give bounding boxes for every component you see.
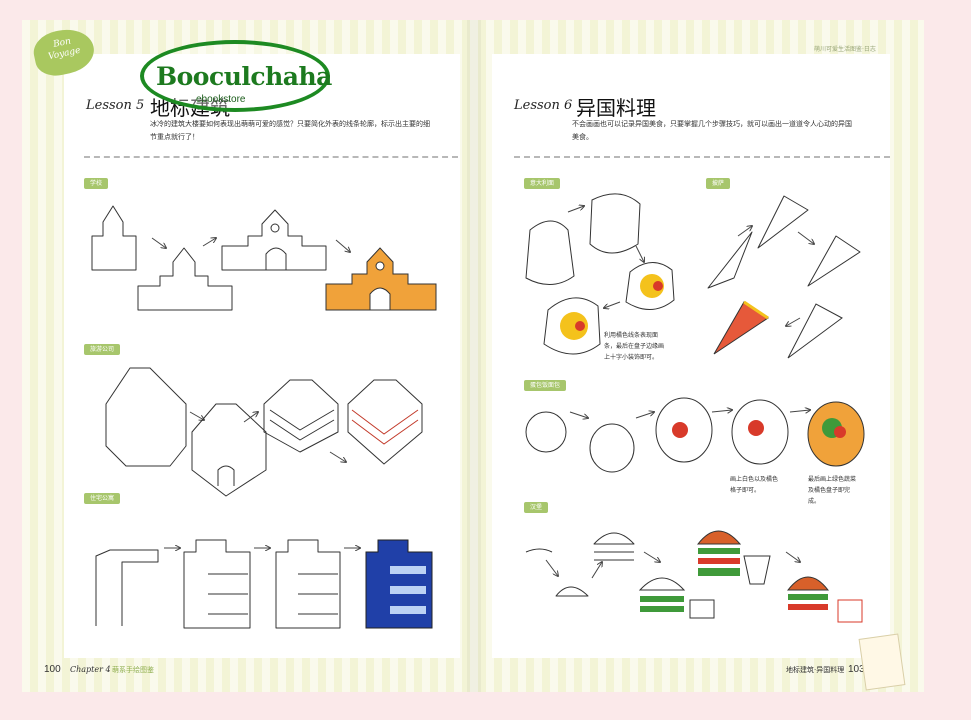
section-tag-apartment: 住宅公寓 [84, 493, 121, 504]
left-lesson-label: Lesson 5 [86, 98, 145, 113]
left-page-number: 100 [44, 664, 61, 675]
section-tag-omelet-bread: 蛋包饭面包 [524, 380, 567, 391]
section-tag-pizza: 披萨 [706, 178, 731, 189]
pencil-stamp-decoration [858, 633, 906, 691]
note-bowl2-line-1: 最后画上绿色蔬菜 [808, 476, 857, 483]
left-page [64, 54, 460, 658]
right-intro: 不会画画也可以记录异国美食，只要掌握几个步骤技巧，就可以画出一道道令人心动的异国… [572, 118, 852, 144]
watermark-subtitle: ebookstore [196, 94, 246, 105]
section-tag-burger: 汉堡 [524, 502, 549, 513]
book-spine [467, 20, 481, 692]
watermark-brand: Booculchaha [156, 62, 332, 91]
left-intro-line-2: 节重点就行了！ [150, 133, 199, 141]
section-tag-pasta: 意大利面 [524, 178, 561, 189]
note-bowl-step1: 画上白色以及橘色 格子即可。 [730, 474, 778, 496]
section-tag-travel-agency: 旅游公司 [84, 344, 121, 355]
note-bowl1-line-1: 画上白色以及橘色 [730, 476, 779, 483]
note-bowl1-line-2: 格子即可。 [730, 487, 761, 494]
watermark-stamp: Booculchaha ebookstore [140, 40, 332, 112]
chapter-title: 萌系手绘图鉴 [112, 666, 154, 674]
note-bowl2-line-3: 成。 [808, 498, 821, 505]
right-divider [514, 156, 890, 158]
note-pasta-line-3: 上十字小装饰即可。 [604, 354, 659, 361]
left-divider [84, 156, 458, 158]
note-pasta: 利用橘色线条表现面 条，最后在盘子边缘画 上十字小装饰即可。 [604, 330, 664, 363]
right-intro-line-2: 美食。 [572, 133, 593, 141]
right-footer-title: 地标建筑·异国料理 [786, 666, 845, 674]
section-tag-school: 学校 [84, 178, 109, 189]
note-pasta-line-1: 利用橘色线条表现面 [604, 332, 659, 339]
note-bowl2-line-2: 及橘色盘子即完 [808, 487, 851, 494]
right-intro-line-1: 不会画画也可以记录异国美食，只要掌握几个步骤技巧，就可以画出一道道令人心动的异国 [572, 120, 852, 128]
note-pasta-line-2: 条，最后在盘子边缘画 [604, 343, 665, 350]
note-bowl-step2: 最后画上绿色蔬菜 及橘色盘子即完 成。 [808, 474, 856, 507]
right-page-number: 103 [848, 664, 865, 675]
right-lesson-title: 异国料理 [576, 96, 656, 120]
left-intro-line-1: 冰冷的建筑大楼要如何表现出萌萌可爱的感觉？只要简化外表的线条轮廓，标示出主要的细 [150, 120, 430, 128]
right-page [492, 54, 890, 658]
running-head: 萌川可爱生活图鉴·日志 [814, 46, 876, 53]
left-intro: 冰冷的建筑大楼要如何表现出萌萌可爱的感觉？只要简化外表的线条轮廓，标示出主要的细… [150, 118, 430, 144]
chapter-label: Chapter 4 [70, 665, 111, 674]
right-lesson-label: Lesson 6 [514, 98, 573, 113]
